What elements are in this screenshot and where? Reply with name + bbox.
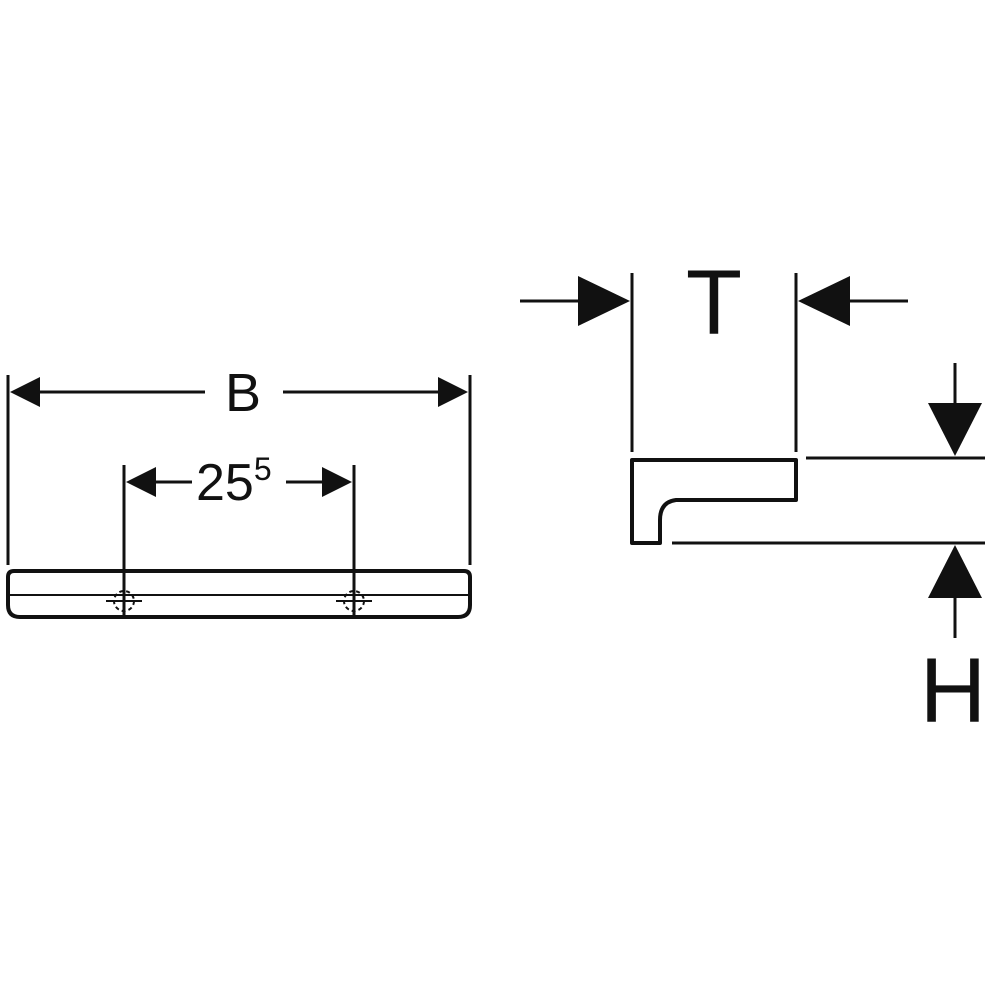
t-arrow-left [578,276,630,326]
fixing-hole-right [336,590,372,612]
hole-arrow-right [322,467,352,497]
h-label: H [920,640,986,742]
shelf-side-profile [630,458,798,545]
b-label: B [225,363,261,423]
t-arrow-right [798,276,850,326]
h-arrow-bottom [928,545,982,598]
fixing-hole-left [106,590,142,612]
side-view: T H [520,252,986,742]
shelf-front-body [6,569,472,619]
hole-spacing-label: 255 [196,451,272,512]
hole-arrow-left [126,467,156,497]
t-label: T [686,252,742,354]
b-arrow-left [10,377,40,407]
hole-spacing-superscript: 5 [254,451,272,487]
front-view: B 255 [6,363,472,619]
hole-spacing-value: 25 [196,454,254,512]
b-arrow-right [438,377,468,407]
h-arrow-top [928,403,982,456]
